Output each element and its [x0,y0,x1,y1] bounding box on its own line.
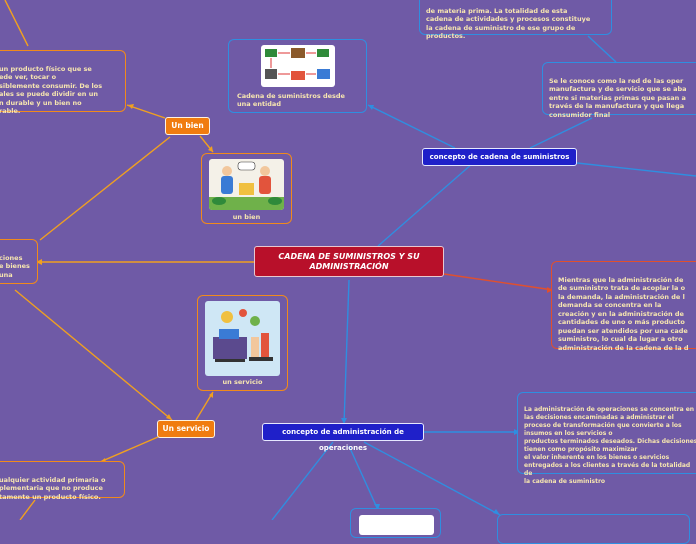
servicio-illustration [205,301,280,376]
concepto-cadena-label: concepto de cadena de suministros [429,153,570,161]
cadena-red-node[interactable]: Se le conoce como la red de las oper man… [542,62,696,119]
bien-definition-node[interactable]: un producto físico que se ede ver, tocar… [0,50,126,115]
link-admin-down [348,445,379,511]
link-bien-to-text [126,104,166,119]
bottom-image-node[interactable] [350,508,441,538]
central-topic-label: CADENA DE SUMINISTROS Y SU ADMINISTRACIÓ… [278,252,420,271]
link-center-to-admin [343,279,350,425]
un-servicio-node[interactable]: Un servicio [157,420,215,438]
bottom-node-illustration [359,515,434,535]
link-servicio-to-image [195,391,214,421]
entidad-caption: Cadena de suministros desde una entidad [237,92,345,108]
bien-image-caption: un bien [232,213,261,221]
link-cadena-to-entidad [367,104,456,149]
link-servicio-down [19,499,36,520]
link-servicio-to-text [99,436,159,463]
bien-illustration [209,159,284,210]
demanda-node[interactable]: Mientras que la administración de de sum… [551,261,696,352]
bien-definition-text: un producto físico que se ede ver, tocar… [0,64,103,116]
bien-image-node[interactable]: un bien [201,153,292,224]
link-cadena-right [576,162,696,177]
link-left-to-servicio [14,289,173,421]
link-cadena-to-top [587,35,617,63]
administracion-definition-node[interactable]: La administración de operaciones se conc… [517,392,696,485]
bottom-right-node[interactable] [497,514,690,544]
servicio-definition-node[interactable]: ualquier actividad primaria o plementari… [0,461,125,501]
link-center-to-demand [443,273,554,291]
entidad-illustration [261,45,335,87]
demanda-text: Mientras que la administración de de sum… [558,275,689,352]
connector-lines [4,0,696,520]
link-cadena-to-red [529,117,593,149]
un-bien-node[interactable]: Un bien [165,117,210,135]
administracion-definition-text: La administración de operaciones se conc… [524,406,696,485]
servicio-image-node[interactable]: un servicio [197,295,288,391]
left-fragment-node[interactable]: ciones e bienes una [0,239,38,284]
un-servicio-label: Un servicio [162,424,210,433]
entidad-image-node[interactable]: Cadena de suministros desde una entidad [228,39,367,113]
link-center-to-cadena [377,149,489,247]
concepto-cadena-node[interactable]: concepto de cadena de suministros [422,148,577,166]
link-bien-up [4,0,29,47]
link-left-to-bien [39,136,171,241]
cadena-top-text: de materia prima. La totalidad de esta c… [426,6,591,41]
servicio-image-caption: un servicio [222,378,263,386]
central-topic[interactable]: CADENA DE SUMINISTROS Y SU ADMINISTRACIÓ… [254,246,444,277]
un-bien-label: Un bien [171,121,204,130]
servicio-definition-text: ualquier actividad primaria o plementari… [0,475,106,501]
left-fragment-text: ciones e bienes una [0,253,30,279]
concepto-administracion-node[interactable]: concepto de administración de operacione… [262,423,424,452]
link-admin-down-left [271,441,334,520]
link-admin-down-right [363,441,501,516]
concepto-administracion-label: concepto de administración de operacione… [282,428,404,452]
cadena-top-node[interactable]: de materia prima. La totalidad de esta c… [419,0,612,40]
cadena-red-text: Se le conoce como la red de las oper man… [549,76,687,119]
